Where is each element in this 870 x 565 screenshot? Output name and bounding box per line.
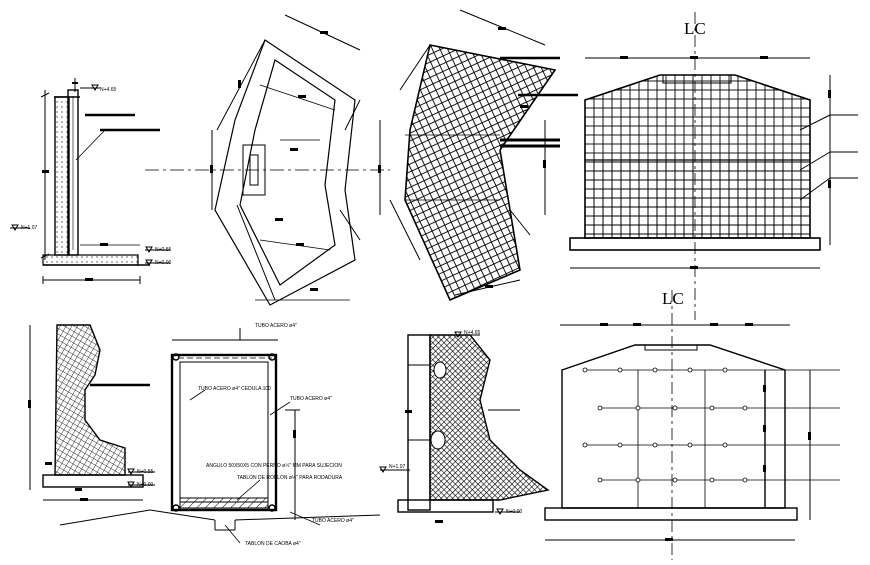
wall-section-top-left: N+4.65 N+1.07 N+0.55 N+0.00 [10,78,171,284]
level-label: N+0.55 [137,469,153,475]
level-label: N+0.00 [506,509,522,515]
steel-frame-section: TUBO ACERO ø4" TUBO ACERO ø4" CEDULA 100… [59,323,381,547]
note-tubo-top: TUBO ACERO ø4" [255,323,297,329]
wall-plan-outline [145,14,390,306]
rebar-mesh-plan [378,9,578,302]
level-label: N+4.65 [464,330,480,336]
note-tubo-right: TUBO ACERO ø4" [290,396,332,402]
black-wall-section: N+1.07 N+4.65 N+0.00 [379,330,550,523]
note-tablon-base: TABLON DE CAOBA ø4" [245,541,301,547]
centerline-label: LC [662,289,684,308]
note-tubo-bottom: TUBO ACERO ø4" [312,518,354,524]
level-label: N+1.07 [389,464,405,470]
elevation-outline: LC [544,289,840,560]
hatched-wall-section: N+0.55 N+0.00 [28,324,155,501]
level-label: N+0.00 [155,260,171,266]
level-label: N+0.55 [155,247,171,253]
note-angulo: ANGULO 50X50X5 CON PERNO ø½" MM PARA SUJ… [206,462,342,469]
level-label: N+4.65 [100,87,116,93]
note-tubo-left: TUBO ACERO ø4" CEDULA 100 [198,386,271,392]
level-label: N+1.07 [21,225,37,231]
level-label: N+0.00 [137,482,153,488]
note-tablon: TABLON DE ROBLON ø½" PARA RODADURA [237,474,343,481]
elevation-mesh: LC [569,12,858,320]
